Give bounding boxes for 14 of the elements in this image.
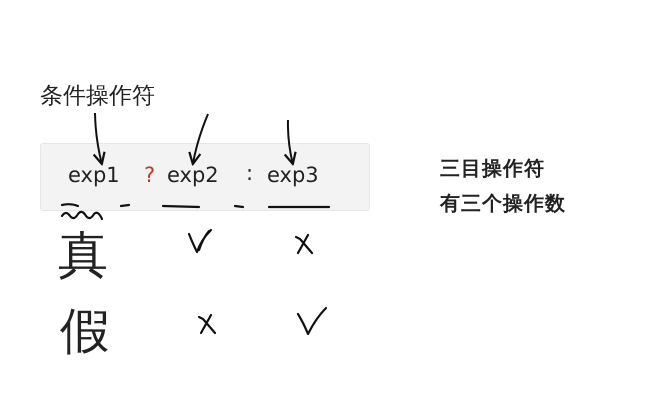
handwritten-character: 假 (60, 301, 110, 362)
operator-symbol: : (246, 161, 254, 185)
code-token: exp2 (167, 163, 219, 187)
code-box (40, 143, 370, 211)
code-token: exp1 (68, 163, 120, 187)
arrow (92, 112, 106, 166)
description-text: 三目操作符 (440, 155, 545, 182)
arrow (188, 114, 209, 166)
operator-symbol: ? (144, 163, 156, 187)
handwritten-character: 真 (58, 225, 108, 286)
description-text: 有三个操作数 (440, 190, 566, 217)
arrow (284, 120, 297, 166)
heading-label: 条件操作符 (40, 80, 155, 111)
code-token: exp3 (267, 163, 319, 187)
